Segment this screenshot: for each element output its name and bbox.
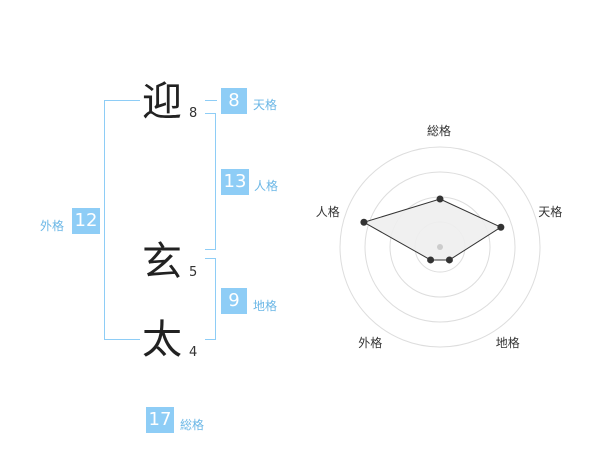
radar-axis-label-2: 地格 xyxy=(495,335,520,350)
chikaku-bracket xyxy=(205,258,216,340)
tenkaku-connector xyxy=(205,100,217,101)
gaikaku-bracket xyxy=(104,100,140,340)
radar-point-0 xyxy=(436,195,444,203)
name-char-1-strokes: 8 xyxy=(189,106,198,121)
tenkaku-value: 8 xyxy=(221,88,247,114)
tenkaku-label: 天格 xyxy=(253,98,278,112)
jinkaku-bracket xyxy=(205,113,216,250)
radar-series-polygon xyxy=(362,198,502,261)
name-char-3-strokes: 4 xyxy=(189,345,198,360)
name-char-3: 太 xyxy=(142,317,182,363)
name-char-2-strokes: 5 xyxy=(189,265,198,280)
jinkaku-label: 人格 xyxy=(254,179,279,193)
radar-axis-label-4: 人格 xyxy=(315,204,340,219)
gaikaku-value: 12 xyxy=(72,208,100,234)
radar-point-1 xyxy=(497,223,505,231)
radar-axis-label-0: 総格 xyxy=(427,124,452,138)
radar-center-dot xyxy=(437,244,443,250)
soukaku-label: 総格 xyxy=(180,418,205,432)
radar-axis-label-1: 天格 xyxy=(538,204,563,219)
name-char-1: 迎 xyxy=(142,79,182,125)
radar-ring-4 xyxy=(339,146,541,348)
radar-point-2 xyxy=(445,256,453,264)
chikaku-label: 地格 xyxy=(253,299,278,313)
radar-ring-3 xyxy=(364,171,516,323)
jinkaku-value: 13 xyxy=(221,169,249,195)
radar-point-3 xyxy=(427,256,435,264)
radar-axis-label-3: 外格 xyxy=(358,335,383,350)
radar-point-4 xyxy=(360,218,368,226)
gaikaku-label: 外格 xyxy=(40,219,65,233)
chikaku-value: 9 xyxy=(221,288,247,314)
name-char-2: 玄 xyxy=(142,239,182,285)
soukaku-value: 17 xyxy=(146,407,174,433)
